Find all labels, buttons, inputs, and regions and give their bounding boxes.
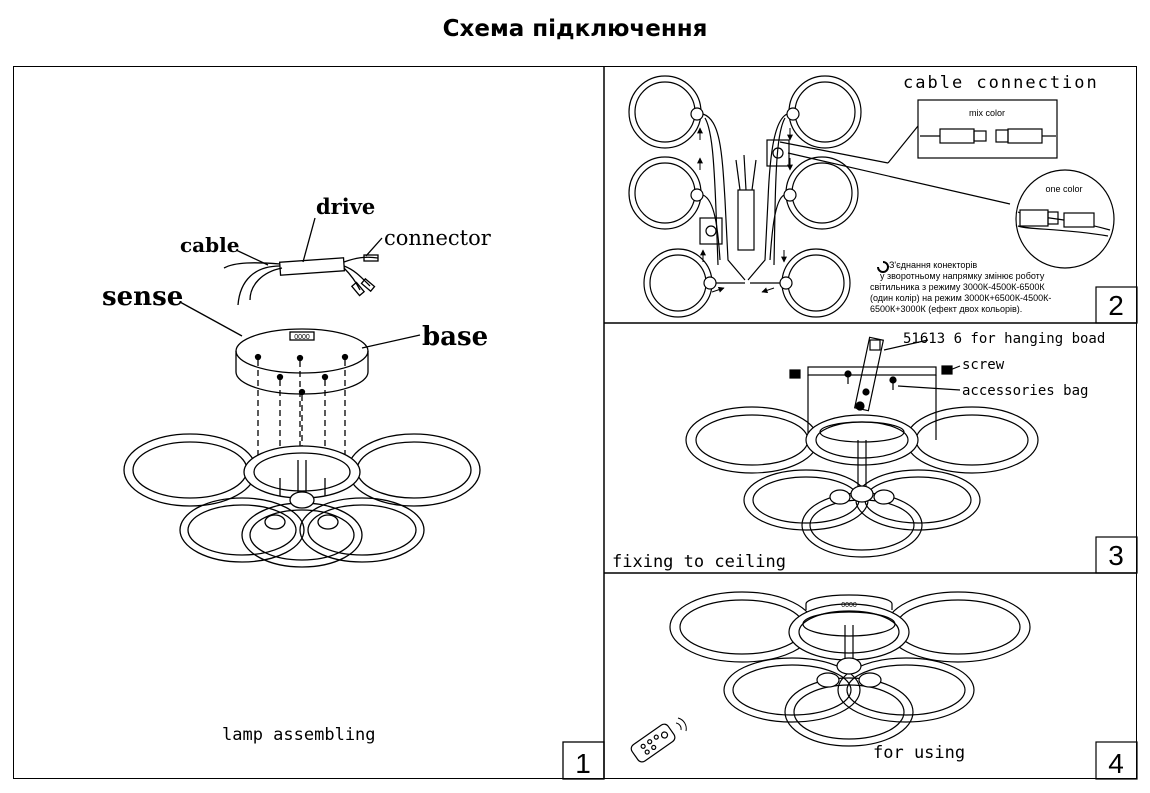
base-plate	[235, 328, 369, 396]
note-line-3: світильника з режиму 3000К-4500К-6500К	[870, 282, 1045, 292]
remote-control-icon	[630, 723, 676, 763]
label-accessories-bag: accessories bag	[962, 383, 1088, 399]
drive-leader	[302, 217, 316, 263]
panel-2-number: 2	[1108, 290, 1124, 321]
note-line-4: (один колір) на режим 3000К+6500К-4500К-	[870, 293, 1051, 303]
panel-4-marking: 0000	[841, 602, 857, 609]
page-title: Схема підключення	[442, 16, 708, 42]
mix-color-box	[917, 99, 1058, 159]
panel-3-number-box	[1095, 536, 1138, 574]
panel-2-cable-connection	[628, 75, 1138, 324]
panel-4-caption: for using	[873, 743, 965, 763]
panel-1-number-box	[562, 741, 605, 780]
panel-1-lamp-assembling	[123, 217, 605, 780]
label-connector: connector	[384, 226, 492, 250]
panel-3-number: 3	[1108, 540, 1124, 571]
base-marking: 0000	[294, 334, 310, 341]
note-line-5: 6500К+3000К (ефект двох кольорів).	[870, 304, 1022, 314]
label-drive: drive	[316, 194, 375, 219]
panel-dividers	[603, 66, 1137, 779]
label-sense: sense	[102, 282, 183, 312]
lamp-rings	[123, 433, 481, 568]
panel-3-caption: fixing to ceiling	[612, 552, 786, 572]
label-base: base	[422, 322, 488, 352]
note-line-1: З'єднання конекторів	[889, 260, 977, 270]
label-one-color: one color	[1045, 184, 1082, 194]
panel-1-number: 1	[575, 748, 591, 779]
label-mix-color: mix color	[969, 108, 1005, 118]
cable-leader	[235, 249, 269, 266]
panel-1-caption: lamp assembling	[222, 725, 376, 745]
driver-unit	[223, 254, 379, 306]
label-cable: cable	[180, 233, 239, 257]
sense-leader	[179, 301, 243, 337]
panel-4-number: 4	[1108, 748, 1124, 779]
panel-3-fixing-to-ceiling	[685, 336, 1138, 574]
note-line-2: у зворотньому напрямку змінює роботу	[880, 271, 1045, 281]
panel-2-heading: cable connection	[903, 73, 1099, 93]
connector-leader	[365, 237, 383, 257]
base-leader	[361, 334, 421, 349]
connector-note: З'єднання конекторів у зворотньому напря…	[870, 260, 1051, 314]
label-hanging-board: 51613 6 for hanging boad	[903, 331, 1105, 347]
label-screw: screw	[962, 357, 1005, 373]
hanging-board	[807, 366, 937, 376]
panel-4-for-using	[630, 591, 1138, 780]
one-color-callout	[1015, 169, 1115, 269]
panel-2-number-box	[1095, 286, 1138, 324]
panel-4-number-box	[1095, 741, 1138, 780]
